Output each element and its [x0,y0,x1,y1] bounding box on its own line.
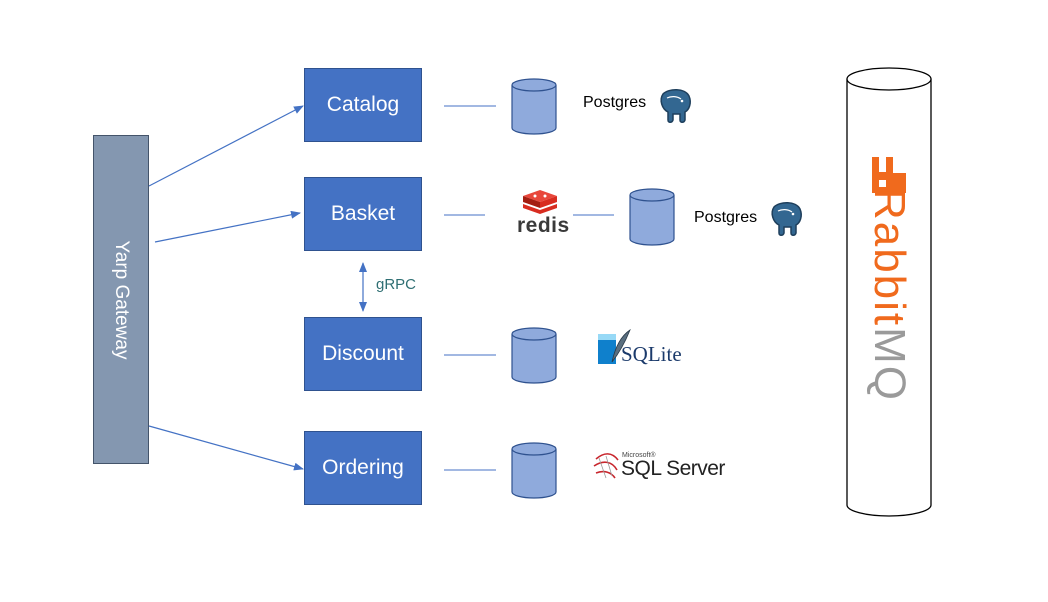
rabbitmq-label: RabbitMQ [864,188,914,402]
postgres-elephant-icon [771,202,802,236]
basket-db-label: Postgres [694,209,758,226]
postgres-elephant-icon [660,89,691,123]
rabbitmq-label-part2: MQ [865,327,914,403]
rabbitmq-logo-icon [872,157,906,193]
redis-logo-icon [523,190,557,214]
yarp-gateway: Yarp Gateway [93,135,149,464]
gateway-label: Yarp Gateway [111,240,132,359]
catalog-service: Catalog [304,68,422,142]
sqlite-feather-icon [598,328,631,364]
rabbitmq-message-bus [846,67,932,517]
redis-label: redis [517,214,570,237]
sql-server-vendor-label: Microsoft® [622,452,656,459]
basket-service: Basket [304,177,422,251]
ordering-service: Ordering [304,431,422,505]
arrow-gateway-to-ordering [148,425,304,471]
catalog-db-label: Postgres [583,94,647,111]
sql-server-logo-icon [593,453,619,479]
arrow-gateway-to-basket [154,210,301,243]
sqlite-label: SQLite [621,342,682,366]
discount-database-icon [511,327,557,384]
grpc-label: gRPC [376,276,417,293]
rabbitmq-label-part1: Rabbit [865,187,914,328]
ordering-database-icon [511,442,557,499]
arrow-gateway-to-catalog [148,105,304,187]
discount-service: Discount [304,317,422,391]
catalog-database-icon [511,78,557,135]
basket-database-icon [629,188,675,246]
sql-server-label: SQL Server [621,457,725,480]
